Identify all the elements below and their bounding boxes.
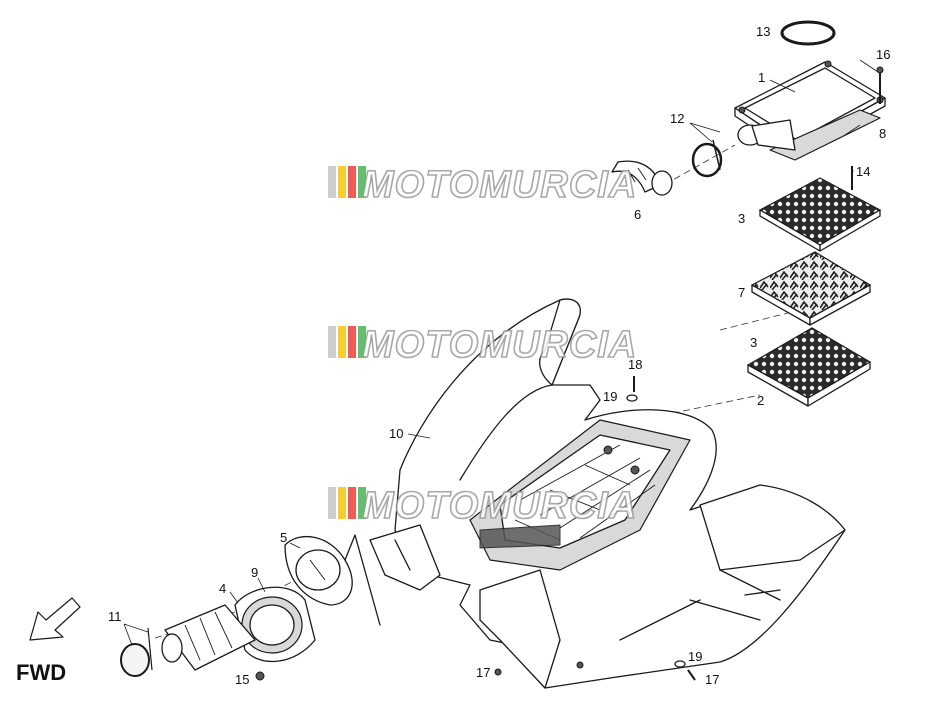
part-number-12: 12 [670, 111, 684, 126]
airbox-inlet-duct [737, 119, 796, 151]
hose-clamp-11 [120, 627, 153, 677]
intake-boot-4 [161, 604, 256, 671]
part-number-labels: 13 1 16 8 12 6 14 3 7 3 2 18 19 10 5 9 4… [108, 24, 890, 687]
part-number-15: 15 [235, 672, 249, 687]
part-number-7: 7 [738, 285, 745, 300]
part-number-5: 5 [280, 530, 287, 545]
intake-gasket-plate-5 [284, 534, 381, 626]
part-number-1: 1 [758, 70, 765, 85]
part-number-4: 4 [219, 581, 226, 596]
screw-15 [255, 671, 265, 681]
watermark-text: MOTOMURCIA [362, 164, 637, 206]
screw-17-right [687, 669, 696, 681]
part-number-19-upper: 19 [603, 389, 617, 404]
elbow-hose-6 [611, 160, 673, 196]
o-ring [780, 20, 836, 46]
part-number-17-right: 17 [705, 672, 719, 687]
airbox-gasket [769, 109, 881, 161]
watermark-text: MOTOMURCIA [362, 485, 637, 527]
part-number-3-lower: 3 [750, 335, 757, 350]
leader-lines [123, 59, 879, 646]
bolt-16 [876, 66, 884, 104]
filter-element-upper [758, 177, 882, 252]
washer-19-upper [626, 394, 638, 402]
part-number-2: 2 [757, 393, 764, 408]
part-number-19-lower: 19 [688, 649, 702, 664]
part-number-8: 8 [879, 126, 886, 141]
intake-flange-9 [234, 586, 316, 663]
watermark-top: MOTOMURCIA [328, 163, 637, 207]
part-number-9: 9 [251, 565, 258, 580]
watermark-bottom: MOTOMURCIA [328, 484, 637, 528]
watermark-text: MOTOMURCIA [362, 324, 637, 366]
rear-fender-body [369, 298, 846, 689]
screw-17-left [494, 668, 502, 676]
part-number-18: 18 [628, 357, 642, 372]
part-number-11: 11 [108, 609, 122, 624]
watermark-middle: MOTOMURCIA [328, 323, 637, 367]
direction-label: FWD [16, 660, 66, 685]
part-number-16: 16 [876, 47, 890, 62]
part-number-10: 10 [389, 426, 403, 441]
forward-arrow-icon [29, 597, 81, 641]
washer-19-lower [674, 660, 686, 668]
part-number-17-left: 17 [476, 665, 490, 680]
part-number-13: 13 [756, 24, 770, 39]
part-number-6: 6 [634, 207, 641, 222]
foam-filter [750, 251, 872, 326]
filter-element-lower [746, 327, 872, 407]
hose-clamp-12 [691, 139, 723, 178]
part-number-3-upper: 3 [738, 211, 745, 226]
part-number-14: 14 [856, 164, 870, 179]
